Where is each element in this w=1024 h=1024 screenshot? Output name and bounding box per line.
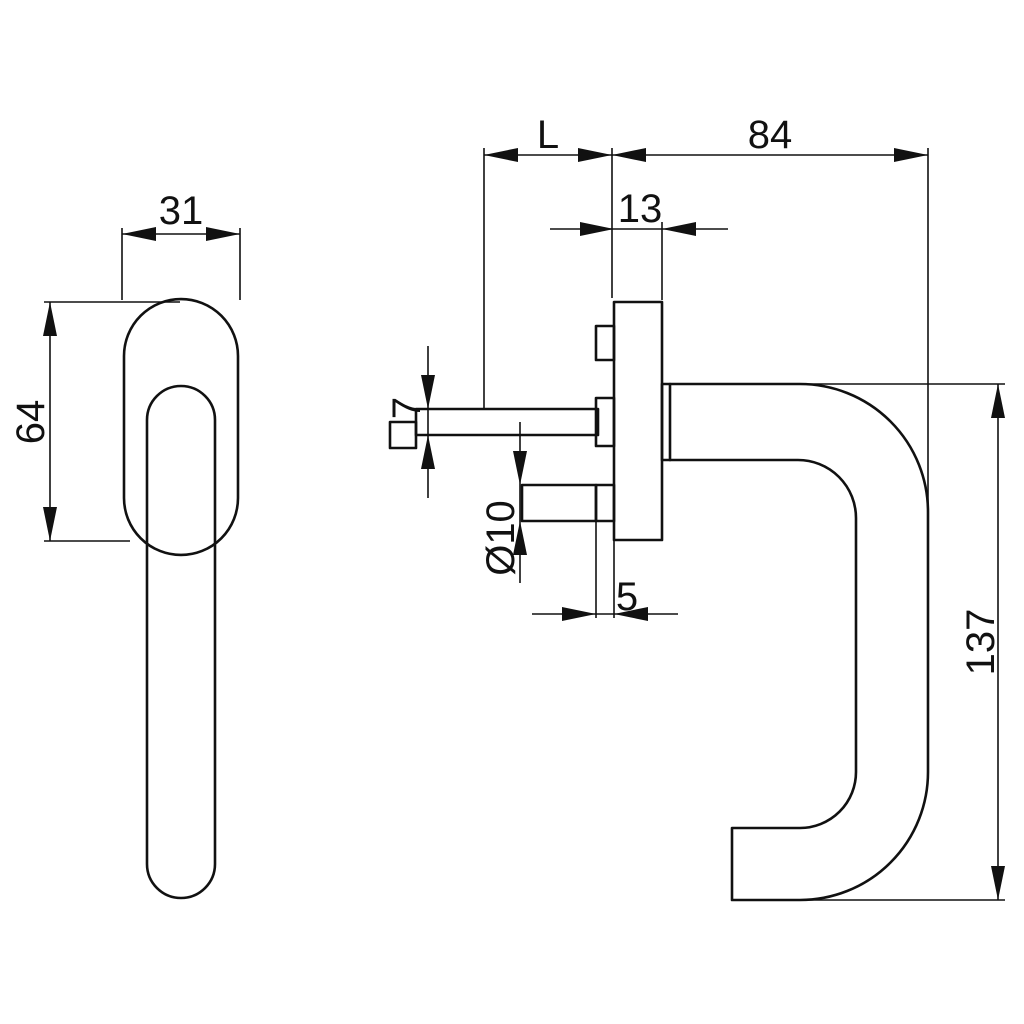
- dimension-rose-thickness: 13: [550, 187, 728, 300]
- dimension-front-height: 64: [9, 301, 180, 542]
- dimension-projection: 84: [612, 113, 929, 512]
- dimension-lever-height: 137: [800, 383, 1005, 901]
- dimension-label-diameter-10: Ø10: [479, 500, 523, 576]
- dimension-label-7: 7: [385, 397, 429, 419]
- dimension-screw-diameter: Ø10: [479, 422, 527, 583]
- dimension-spindle-length: L: [483, 113, 613, 408]
- dimension-screw-offset: 5: [532, 521, 678, 621]
- dimension-label-31: 31: [159, 189, 204, 233]
- dimension-label-5: 5: [616, 575, 638, 619]
- upper-screw-stud: [594, 324, 616, 362]
- front-view: [122, 297, 240, 900]
- dimension-spindle-square: 7: [385, 346, 478, 498]
- lever-neck: [660, 382, 672, 462]
- dimension-label-13: 13: [618, 187, 663, 231]
- dimension-label-84: 84: [748, 113, 793, 157]
- front-rose-outline: [122, 297, 240, 557]
- screw-shaft: [520, 483, 598, 523]
- side-view: [388, 300, 930, 902]
- side-lever-outline: [668, 382, 930, 902]
- square-spindle: [414, 407, 600, 437]
- lower-screw-stud: [594, 483, 616, 523]
- rose-base-plate: [612, 300, 664, 542]
- dimension-label-137: 137: [959, 609, 1003, 676]
- square-spindle-end: [388, 420, 418, 450]
- dimension-front-width: 31: [121, 189, 241, 300]
- dimension-label-l: L: [537, 113, 559, 157]
- dimension-label-64: 64: [9, 400, 53, 445]
- front-lever-outline: [145, 384, 217, 900]
